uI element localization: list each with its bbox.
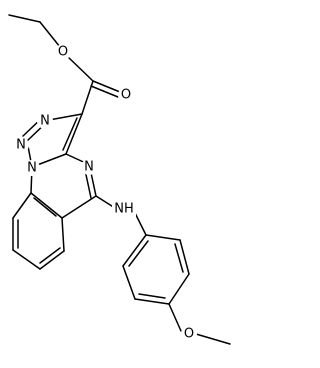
triazole-n3-text: N — [40, 114, 50, 129]
bond-ethyl-ch2-o — [39, 21, 61, 48]
bond-carbonyl-double-1 — [92, 80, 121, 93]
bond-ar-c2-c3 — [179, 239, 190, 275]
bond-n4-c5-double — [84, 169, 92, 199]
bond-ar-c2-c3-double — [174, 243, 184, 273]
bond-c3-n3 — [48, 113, 83, 121]
triazole-n3-label: N — [37, 113, 53, 129]
ester-carbonyl-o-text: O — [121, 88, 131, 103]
amine-nh-text: NH — [114, 202, 134, 217]
bond-c5-c5a — [61, 195, 97, 219]
bond-o-ch3 — [195, 333, 231, 345]
bond-carbonyl-double-2 — [90, 85, 119, 98]
bond-ar-c1-c2 — [145, 234, 181, 241]
triazole-n2-label: N — [13, 137, 29, 153]
chemical-structure: O O N N N N NH O — [8, 14, 231, 345]
bond-o-carbonyl-c — [66, 55, 94, 82]
bond-c3-c3a — [65, 113, 83, 155]
ester-ether-oxygen-label: O — [55, 44, 71, 60]
pyrimidine-n-label: N — [81, 159, 97, 175]
ester-ether-o-text: O — [58, 45, 68, 60]
bond-carbonyl-ring — [81, 80, 94, 115]
triazole-n1-text: N — [27, 161, 37, 176]
bond-ar-c5-c6 — [122, 265, 136, 300]
bond-ar-c6-c1-double — [128, 240, 149, 267]
bond-c8-c7 — [12, 249, 41, 270]
atom-labels: O O N N N N NH O — [13, 44, 197, 342]
bond-ar-o — [168, 303, 182, 332]
bond-c7-c6-double — [39, 247, 61, 264]
bond-ethyl-ch3 — [8, 14, 41, 23]
methoxy-o-text: O — [184, 327, 194, 342]
bond-c5a-c9a-double — [33, 197, 57, 217]
bond-c6-c5a — [61, 217, 65, 252]
bond-ar-c4-c5-double — [138, 293, 166, 299]
pyrimidine-n-text: N — [84, 160, 94, 175]
bond-ar-c4-c5 — [134, 298, 170, 305]
bond-c5-nh — [95, 195, 116, 209]
bonds — [8, 14, 231, 345]
bond-nh-aryl — [134, 212, 147, 236]
bond-c3-c3a-double — [62, 117, 78, 151]
bond-c7-c6 — [39, 250, 65, 270]
bond-ar-c3-c4 — [168, 273, 190, 305]
bond-ar-c6-c1 — [122, 234, 147, 267]
ester-carbonyl-oxygen-label: O — [118, 87, 134, 103]
triazole-n2-text: N — [16, 138, 26, 153]
triazole-n1-label: N — [24, 160, 40, 176]
bond-c9a-c9 — [12, 192, 32, 219]
methoxy-oxygen-label: O — [181, 326, 197, 342]
bond-c5a-c9a — [30, 192, 63, 219]
amine-nh-label: NH — [112, 201, 136, 217]
